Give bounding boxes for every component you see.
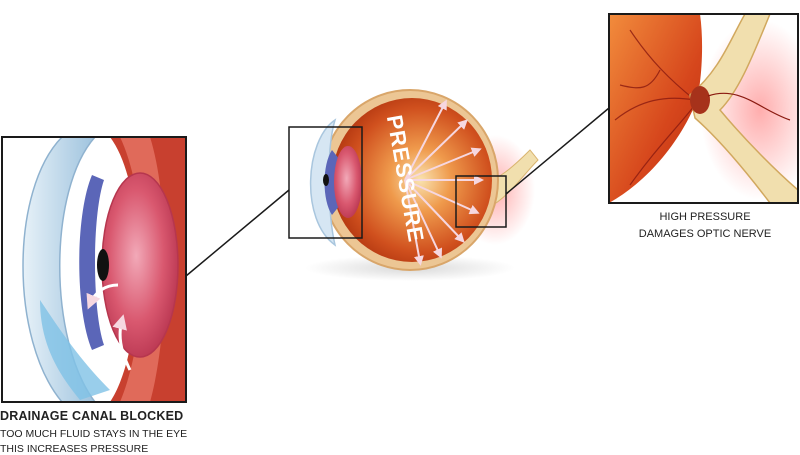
lens <box>334 146 362 218</box>
optic-disc <box>690 86 710 114</box>
optic-nerve-zoom <box>689 14 798 203</box>
retina-zoom <box>609 14 703 203</box>
panel-optic-nerve <box>608 13 799 204</box>
left-caption-line1: TOO MUCH FLUID STAYS IN THE EYE <box>0 428 188 440</box>
connector-left <box>185 189 290 277</box>
panel-drainage <box>1 136 187 403</box>
center-eyeball: PRESSURE <box>305 89 539 281</box>
connector-right <box>505 107 610 195</box>
right-caption-line2: DAMAGES OPTIC NERVE <box>638 228 772 240</box>
zoom-box-front <box>288 126 363 239</box>
pressure-arrows <box>404 99 484 266</box>
zoom-box-nerve <box>455 175 507 228</box>
pupil-zoom <box>97 249 109 281</box>
cornea-zoom <box>22 137 97 402</box>
iris-zoom <box>79 175 104 350</box>
left-caption-title: DRAINAGE CANAL BLOCKED <box>0 409 184 423</box>
right-caption-line1: HIGH PRESSURE <box>659 211 751 223</box>
left-caption-line2: THIS INCREASES PRESSURE <box>0 443 149 455</box>
pupil <box>323 174 329 186</box>
lens-zoom <box>101 172 179 358</box>
